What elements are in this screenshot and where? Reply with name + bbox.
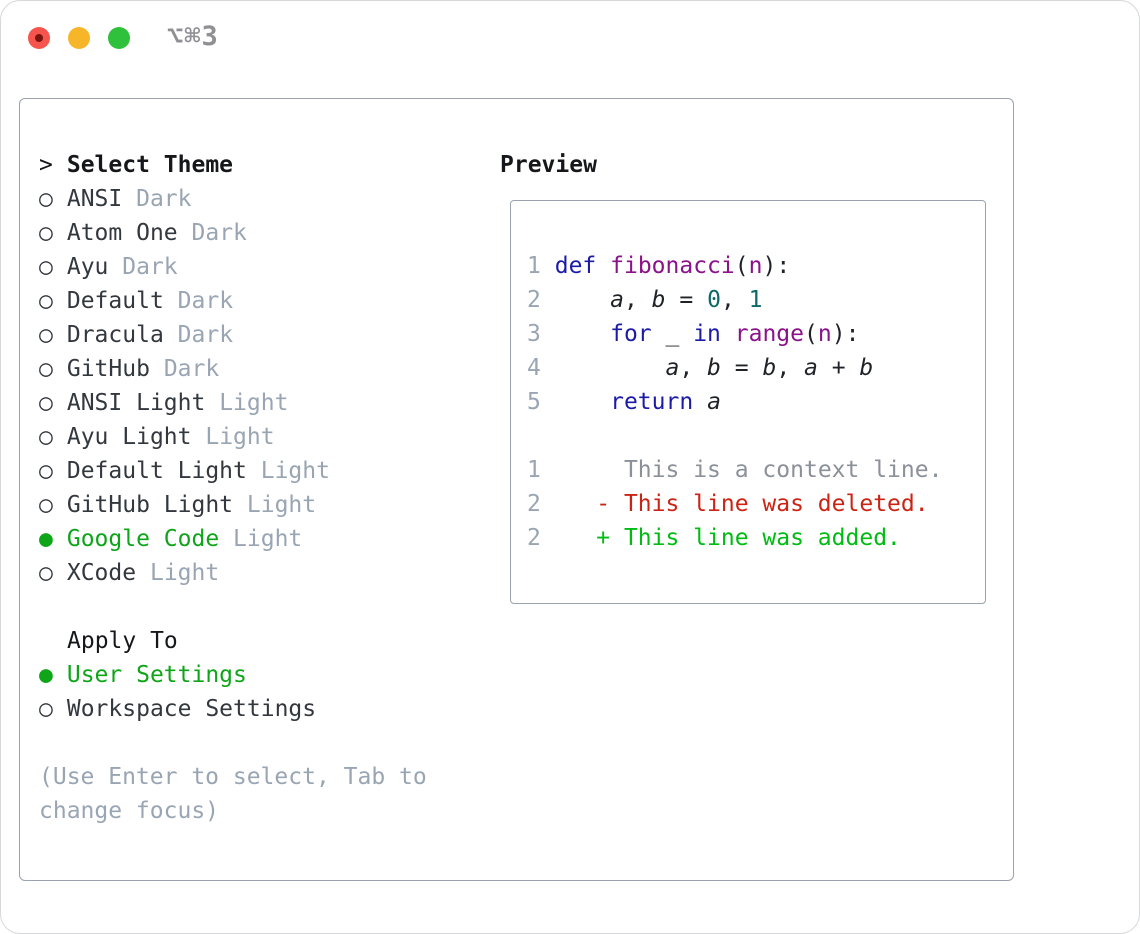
preview-line-3: 3 for _ in range(n):	[527, 321, 860, 347]
radio-unselected-icon: ○	[39, 696, 53, 722]
theme-picker-panel: >Select Theme ○ANSI Dark○Atom One Dark○A…	[19, 98, 1014, 881]
window-shortcut-label: ⌥⌘3	[167, 21, 219, 52]
theme-options: ○ ANSI Dark ○ Atom One Dark ○ Ayu Dark ○ Defaul…	[39, 182, 330, 590]
theme-name: Default	[66, 288, 164, 314]
theme-variant: Dark	[177, 288, 234, 314]
theme-name: Dracula	[66, 322, 164, 348]
theme-variant: Light	[149, 560, 220, 586]
apply-option-label: User Settings	[66, 662, 247, 688]
apply-to-section: Apply To ● User Settings ○ Workspace Settin…	[39, 624, 316, 726]
help-line-1: (Use Enter to select, Tab to	[39, 764, 427, 790]
preview-line-9: 2 + This line was added.	[527, 525, 901, 551]
theme-variant: Dark	[136, 186, 192, 212]
theme-option-ansi-light-light[interactable]: ○ ANSI Light Light	[39, 386, 330, 420]
preview-line-1: 1 def fibonacci(n):	[527, 253, 791, 279]
preview-line-5: 5 return a	[527, 389, 721, 415]
preview-line-4: 4 a, b = b, a + b	[527, 355, 874, 381]
theme-option-ansi-dark[interactable]: ○ ANSI Dark	[39, 182, 330, 216]
theme-option-github-light-light[interactable]: ○ GitHub Light Light	[39, 488, 330, 522]
minimize-button[interactable]	[68, 27, 90, 49]
apply-option-user-settings[interactable]: ● User Settings	[39, 658, 316, 692]
theme-option-ayu-dark[interactable]: ○ Ayu Dark	[39, 250, 330, 284]
theme-variant: Light	[260, 458, 330, 484]
radio-unselected-icon: ○	[39, 254, 53, 280]
theme-variant: Dark	[177, 322, 234, 348]
theme-name: Ayu	[66, 254, 109, 280]
radio-unselected-icon: ○	[39, 356, 53, 382]
preview-pane: 1 def fibonacci(n): 2 a, b = 0, 1 3 for _ …	[510, 200, 986, 604]
theme-list: > Select Theme ○ ANSI Dark ○ Atom One Dark ○ A…	[39, 148, 330, 590]
radio-selected-icon: ●	[39, 662, 53, 688]
apply-to-options: ● User Settings ○ Workspace Settings	[39, 658, 316, 726]
preview-line-7: 1 This is a context line.	[527, 457, 943, 483]
preview-code: 1 def fibonacci(n): 2 a, b = 0, 1 3 for _ …	[527, 249, 985, 555]
theme-name: Google Code	[66, 526, 220, 552]
theme-option-xcode-light[interactable]: ○ XCode Light	[39, 556, 330, 590]
theme-option-atom-one-dark[interactable]: ○ Atom One Dark	[39, 216, 330, 250]
theme-option-default-light-light[interactable]: ○ Default Light Light	[39, 454, 330, 488]
apply-option-label: Workspace Settings	[66, 696, 317, 722]
close-button[interactable]	[28, 27, 50, 49]
theme-option-github-dark[interactable]: ○ GitHub Dark	[39, 352, 330, 386]
radio-unselected-icon: ○	[39, 288, 53, 314]
theme-list-title: Select Theme	[66, 152, 234, 178]
theme-name: GitHub	[66, 356, 150, 382]
theme-variant: Dark	[163, 356, 220, 382]
theme-name: Atom One	[66, 220, 178, 246]
preview-line-8: 2 - This line was deleted.	[527, 491, 929, 517]
theme-name: GitHub Light	[66, 492, 234, 518]
unsaved-changes-dot-icon	[35, 34, 43, 42]
theme-variant: Light	[205, 424, 275, 450]
radio-unselected-icon: ○	[39, 186, 53, 212]
theme-name: XCode	[66, 560, 137, 586]
radio-unselected-icon: ○	[39, 458, 53, 484]
zoom-button[interactable]	[108, 27, 130, 49]
theme-option-google-code-light[interactable]: ● Google Code Light	[39, 522, 330, 556]
radio-unselected-icon: ○	[39, 492, 53, 518]
theme-option-dracula-dark[interactable]: ○ Dracula Dark	[39, 318, 330, 352]
help-line-2: change focus)	[39, 798, 220, 824]
radio-unselected-icon: ○	[39, 560, 53, 586]
theme-variant: Dark	[122, 254, 178, 280]
radio-unselected-icon: ○	[39, 424, 53, 450]
theme-name: ANSI Light	[66, 390, 206, 416]
radio-selected-icon: ●	[39, 526, 53, 552]
preview-title: Preview	[500, 152, 597, 178]
apply-option-workspace-settings[interactable]: ○ Workspace Settings	[39, 692, 316, 726]
radio-unselected-icon: ○	[39, 390, 53, 416]
cursor-chevron-icon: >	[39, 152, 53, 178]
theme-variant: Light	[233, 526, 303, 552]
theme-option-default-dark[interactable]: ○ Default Dark	[39, 284, 330, 318]
preview-line-6	[527, 419, 985, 453]
radio-unselected-icon: ○	[39, 322, 53, 348]
theme-variant: Light	[246, 492, 317, 518]
theme-variant: Light	[219, 390, 289, 416]
theme-name: Ayu Light	[66, 424, 192, 450]
theme-name: Default Light	[66, 458, 247, 484]
preview-line-2: 2 a, b = 0, 1	[527, 287, 763, 313]
theme-option-ayu-light-light[interactable]: ○ Ayu Light Light	[39, 420, 330, 454]
apply-to-title: Apply To	[67, 628, 178, 654]
theme-name: ANSI	[66, 186, 123, 212]
radio-unselected-icon: ○	[39, 220, 53, 246]
theme-list-header-row: > Select Theme	[39, 148, 330, 182]
help-text: (Use Enter to select, Tab to change focu…	[39, 760, 427, 828]
theme-variant: Dark	[191, 220, 247, 246]
